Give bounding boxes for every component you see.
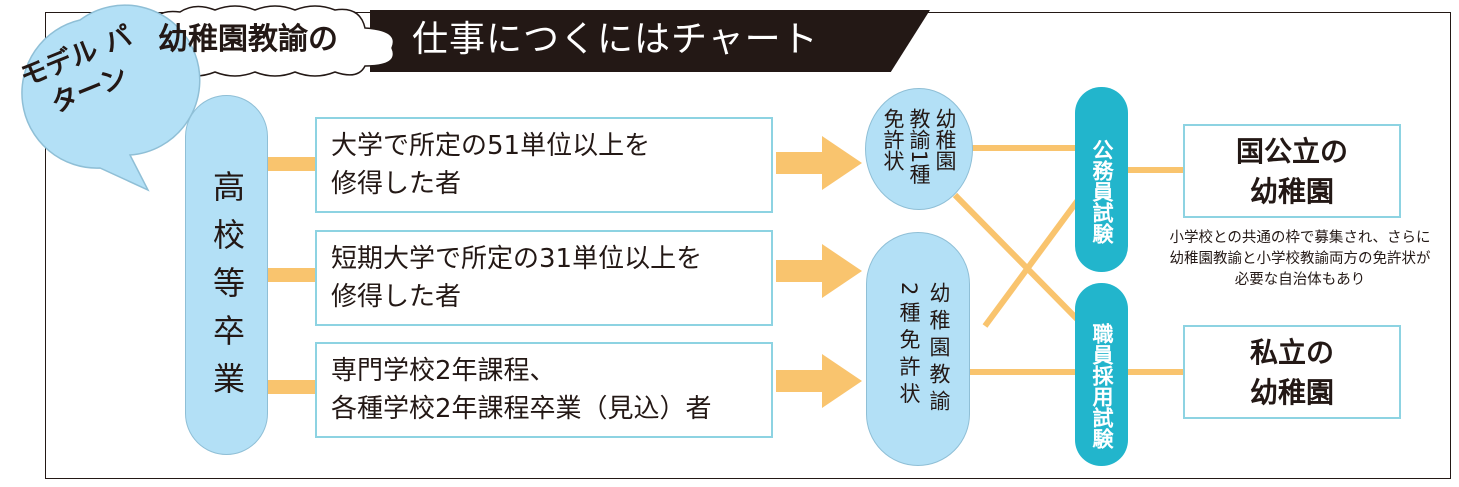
- route-vocational-school: 専門学校2年課程、 各種学校2年課程卒業（見込）者: [315, 342, 773, 438]
- license-class2-label: 幼稚園教諭 2種免許状: [897, 282, 951, 417]
- public-kindergarten-node: 国公立の 幼稚園: [1183, 124, 1401, 218]
- destination-text: 私立の: [1249, 336, 1334, 369]
- title-shapes: [21, 4, 395, 192]
- arrow-icon: [776, 136, 862, 190]
- line-license1-staff-exam: [952, 192, 1081, 323]
- title-banner-text: 仕事につくにはチャート: [412, 19, 819, 60]
- private-kindergarten-node: 私立の 幼稚園: [1183, 325, 1401, 419]
- title-banner: [370, 10, 930, 72]
- destination-text: 幼稚園: [1249, 376, 1334, 409]
- arrow-icon: [776, 354, 862, 408]
- connector: [268, 268, 316, 282]
- public-kindergarten-note: 小学校との共通の枠で募集され、さらに幼稚園教諭と小学校教諭両方の免許状が必要な自…: [1169, 230, 1431, 288]
- route-text: 各種学校2年課程卒業（見込）者: [331, 394, 712, 424]
- route-text: 修得した者: [331, 282, 462, 312]
- license-class2-node: [866, 232, 970, 466]
- line-license2-public-exam: [982, 198, 1081, 328]
- connector: [268, 157, 316, 171]
- destination-text: 幼稚園: [1249, 175, 1334, 208]
- arrow-icon: [776, 244, 862, 298]
- route-junior-college: 短期大学で所定の31単位以上を 修得した者: [315, 230, 773, 326]
- speech-bubble: [21, 4, 201, 192]
- staff-recruitment-exam-label: 職員採用試験: [1090, 322, 1114, 449]
- route-text: 修得した者: [331, 169, 462, 199]
- public-service-exam-label: 公務員試験: [1090, 139, 1114, 244]
- route-text: 大学で所定の51単位以上を: [331, 131, 651, 161]
- cloud-title: 幼稚園教諭の: [158, 22, 338, 57]
- high-school-graduate-node: [185, 95, 268, 455]
- license-class1-node: [865, 88, 973, 210]
- destination-text: 国公立の: [1235, 135, 1348, 168]
- connector: [268, 380, 316, 394]
- high-school-graduate-label: 高校等卒業: [208, 170, 246, 410]
- route-university: 大学で所定の51単位以上を 修得した者: [315, 117, 773, 213]
- route-text: 専門学校2年課程、: [331, 356, 556, 386]
- license-class1-label: 幼稚園 教諭1種 免許状: [881, 108, 957, 185]
- staff-recruitment-exam-node: 職員採用試験: [1075, 283, 1128, 466]
- public-service-exam-node: 公務員試験: [1075, 87, 1128, 272]
- route-text: 短期大学で所定の31単位以上を: [331, 244, 703, 274]
